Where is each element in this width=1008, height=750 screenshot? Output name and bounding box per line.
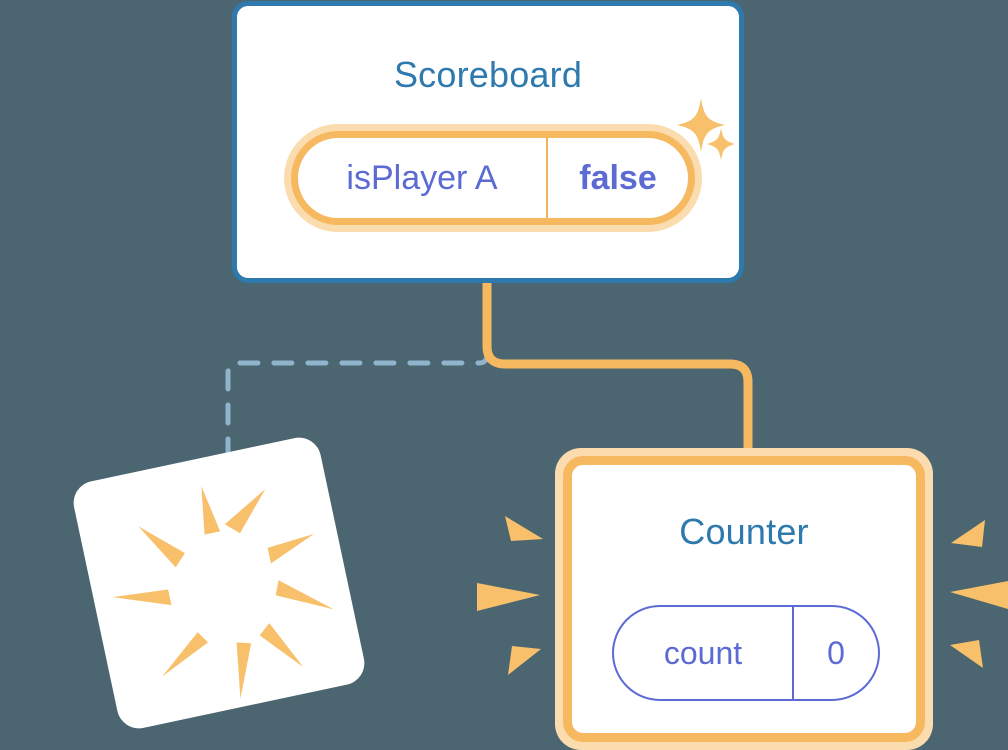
burst-ray <box>950 581 1008 609</box>
burst-ray <box>162 632 208 677</box>
scoreboard-title: Scoreboard <box>393 54 583 95</box>
counter-card[interactable]: Counter count 0 <box>555 448 933 750</box>
sparkle-small-icon <box>707 128 735 160</box>
pill-divider <box>546 138 548 218</box>
scoreboard-state-value: false <box>579 158 657 197</box>
burst-ray <box>201 486 221 535</box>
burst-ray <box>950 640 983 668</box>
burst-ray <box>951 520 985 547</box>
burst-ray <box>267 533 314 564</box>
burst-ray <box>505 516 543 541</box>
burst-ray <box>138 526 185 568</box>
counter-state-key: count <box>663 634 743 671</box>
scoreboard-state-key: isPlayer A <box>346 158 498 197</box>
counter-state-pill[interactable]: count 0 <box>612 605 880 701</box>
scoreboard-card[interactable]: Scoreboard isPlayer A false <box>232 1 744 283</box>
burst-ray <box>259 623 304 668</box>
counter-state-value: 0 <box>827 634 845 671</box>
burst-ray <box>275 580 334 610</box>
burst-ray <box>508 646 541 675</box>
counter-title: Counter <box>679 511 809 552</box>
burst-ray <box>477 583 540 611</box>
sparkle-large-icon <box>677 98 725 152</box>
burst-ray <box>224 489 266 534</box>
pill-divider <box>792 607 794 699</box>
connector-scoreboard-to-counter <box>482 281 753 460</box>
burst-ray <box>112 589 172 606</box>
scoreboard-state-pill[interactable]: isPlayer A false <box>284 124 702 232</box>
burst-ray <box>236 642 252 699</box>
